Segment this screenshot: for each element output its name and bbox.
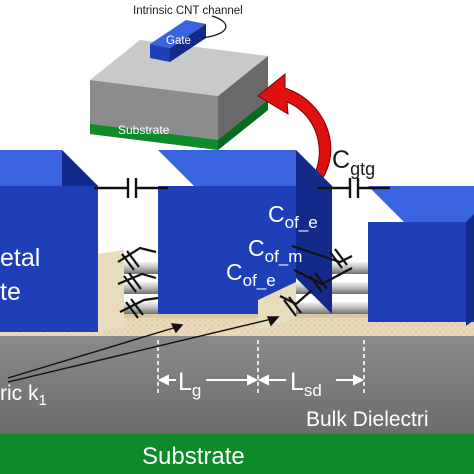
c-of-e-top-label: Cof_e — [268, 201, 318, 232]
capacitor-gtg-right — [318, 178, 390, 198]
cap-plate — [126, 250, 140, 268]
c-of-m-label: Cof_m — [248, 235, 302, 266]
dimension-arrows — [157, 374, 365, 386]
pointer-head — [170, 323, 184, 334]
lsd-label: Lsd — [290, 368, 322, 400]
inset-side-face — [218, 56, 268, 150]
dim-head — [257, 374, 269, 386]
capacitors-fringe-left — [117, 246, 159, 319]
dielectric-pointers — [7, 316, 280, 383]
pointer-line — [7, 325, 181, 379]
metal-gate-label-line1: etal — [0, 244, 40, 272]
gate-right-top — [368, 186, 474, 222]
gate-left-front — [0, 186, 98, 332]
gate-right — [368, 186, 474, 326]
intrinsic-channel-label: Intrinsic CNT channel — [133, 5, 243, 17]
gate-right-front — [368, 222, 474, 322]
metal-gate-label-line2: te — [0, 278, 21, 306]
substrate-layer — [0, 434, 474, 474]
c-gtg-label: Cgtg — [332, 146, 375, 179]
bulk-dielectric-layer — [0, 336, 474, 434]
dim-head — [247, 374, 259, 386]
inset-substrate-label: Substrate — [118, 123, 170, 137]
inset-substrate-side — [218, 100, 268, 150]
zoom-arrow — [257, 72, 332, 202]
dim-head — [353, 374, 365, 386]
gate-center-oxide — [258, 282, 296, 330]
gate-center-face — [158, 186, 296, 314]
inset-gate-label: Gate — [166, 35, 191, 47]
pointer-head — [266, 316, 280, 327]
inset-top-face — [90, 40, 268, 96]
inset-gate-front — [150, 44, 170, 62]
gate-center-top — [158, 150, 332, 186]
dim-head — [157, 374, 169, 386]
dimension-guides — [157, 340, 365, 396]
channel-pointer-line — [201, 15, 227, 39]
fringe-wire — [117, 272, 157, 286]
substrate-label: Substrate — [142, 443, 245, 470]
cap-plate — [128, 272, 142, 290]
bulk-dielectric-label: Bulk Dielectri — [306, 408, 429, 431]
gate-left — [0, 150, 124, 332]
cap-plate — [334, 248, 348, 266]
cap-plate — [314, 272, 328, 290]
cap-plate — [309, 275, 323, 293]
fringe-wire — [279, 289, 313, 306]
inset-device — [90, 20, 268, 150]
pointer-line — [7, 317, 277, 383]
gate-center-side — [296, 150, 332, 314]
c-of-e-bottom-label: Cof_e — [226, 259, 276, 290]
inset-substrate-strip — [90, 124, 218, 150]
capacitors-fringe-right — [279, 244, 353, 317]
gate-center — [158, 150, 332, 330]
cap-plate — [283, 299, 297, 317]
fringe-wire — [291, 244, 353, 264]
lg-label: Lg — [178, 368, 201, 400]
inset-gate-top — [150, 20, 206, 48]
capacitor-gtg-left — [94, 178, 168, 198]
inset-gate-side — [170, 24, 206, 62]
cap-plate — [125, 301, 139, 319]
cap-plate — [329, 251, 343, 269]
cap-plate — [123, 275, 137, 293]
fringe-wire — [119, 296, 159, 313]
cap-plate — [288, 296, 302, 314]
cap-plate — [130, 298, 144, 316]
gate-left-oxide — [98, 250, 124, 332]
cap-plate — [121, 253, 135, 271]
dielectric-k1-label: ric k1 — [0, 382, 47, 409]
gate-right-side — [466, 214, 474, 326]
